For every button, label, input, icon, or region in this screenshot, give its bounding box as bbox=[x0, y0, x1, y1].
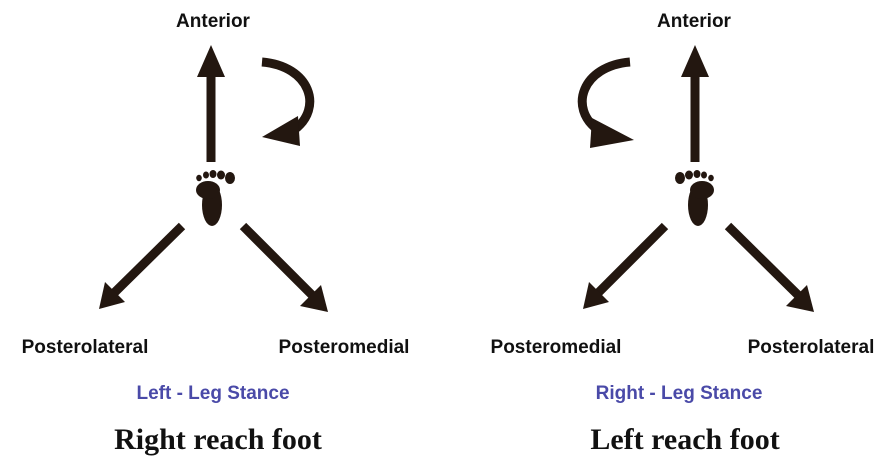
anterior-arrow bbox=[681, 45, 709, 162]
curved-arrow-icon bbox=[577, 57, 634, 148]
right-diagram bbox=[577, 45, 814, 312]
anterior-arrow bbox=[197, 45, 225, 162]
left-panel: Anterior Posterolateral Posteromedial Le… bbox=[21, 11, 410, 456]
left-direction-label: Posterolateral bbox=[21, 337, 149, 358]
footprint-icon bbox=[196, 170, 235, 226]
posteromedial-arrow bbox=[583, 222, 669, 309]
left-direction-label: Posteromedial bbox=[490, 337, 622, 358]
footprint-icon bbox=[675, 170, 714, 226]
anterior-label: Anterior bbox=[657, 11, 731, 32]
right-direction-label: Posteromedial bbox=[278, 337, 410, 358]
stance-label: Right - Leg Stance bbox=[595, 383, 763, 404]
posteromedial-arrow bbox=[239, 222, 328, 312]
stance-label: Left - Leg Stance bbox=[136, 383, 290, 404]
anterior-label: Anterior bbox=[176, 11, 250, 32]
right-direction-label: Posterolateral bbox=[747, 337, 875, 358]
posterolateral-arrow bbox=[724, 222, 814, 312]
panel-caption: Left reach foot bbox=[590, 423, 780, 456]
panel-caption: Right reach foot bbox=[114, 423, 322, 456]
curved-arrow-icon bbox=[261, 57, 315, 146]
posterolateral-arrow bbox=[99, 222, 186, 309]
left-diagram bbox=[99, 45, 328, 312]
right-panel: Anterior Posteromedial Posterolateral Ri… bbox=[442, 0, 884, 461]
